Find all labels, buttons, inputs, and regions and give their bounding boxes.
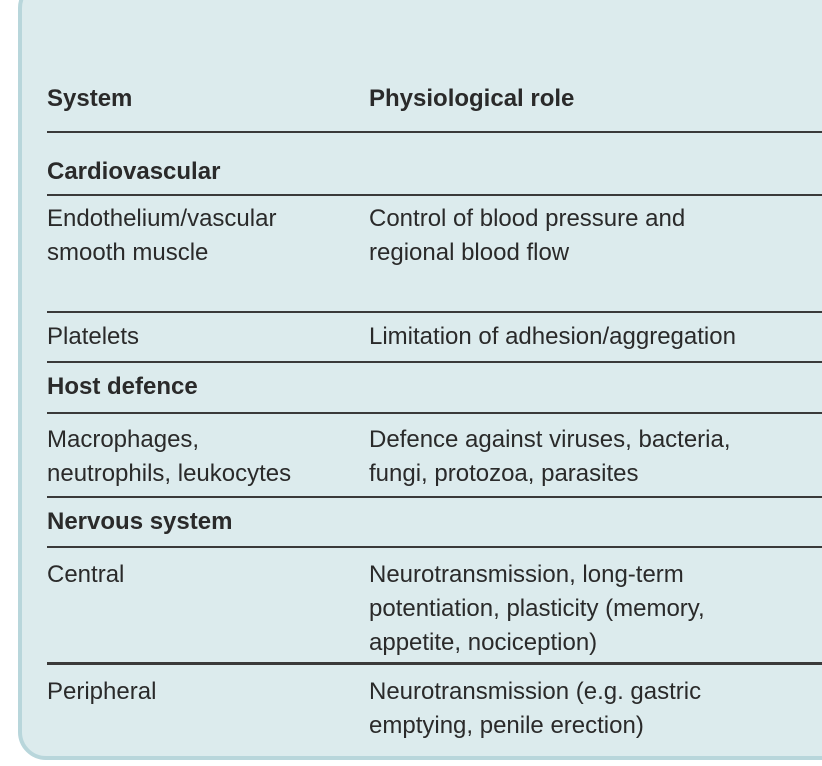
role-cell-line: Neurotransmission (e.g. gastric	[369, 678, 702, 705]
section-heading: Nervous system	[47, 508, 233, 535]
column-header-role: Physiological role	[369, 85, 575, 112]
system-cell-line: Macrophages,	[47, 426, 200, 453]
system-cell-line: Peripheral	[47, 678, 157, 705]
system-cell-line: Platelets	[47, 323, 140, 350]
column-header-system: System	[47, 85, 133, 112]
row-rule	[47, 361, 822, 363]
role-cell-line: emptying, penile erection)	[369, 712, 644, 739]
role-cell-line: Control of blood pressure and	[369, 205, 686, 232]
system-cell-line: Endothelium/vascular	[47, 205, 277, 232]
role-cell-line: Defence against viruses, bacteria,	[369, 426, 731, 453]
row-rule	[47, 546, 822, 548]
section-heading: Cardiovascular	[47, 158, 221, 185]
role-cell-line: Limitation of adhesion/aggregation	[369, 323, 736, 350]
role-cell-line: appetite, nociception)	[369, 629, 598, 656]
row-rule	[47, 496, 822, 498]
role-cell-line: fungi, protozoa, parasites	[369, 460, 639, 487]
system-cell-line: Central	[47, 561, 125, 588]
role-cell-line: Neurotransmission, long-term	[369, 561, 684, 588]
row-rule	[47, 662, 822, 665]
role-cell-line: regional blood flow	[369, 239, 570, 266]
header-rule	[47, 131, 822, 133]
section-heading: Host defence	[47, 373, 198, 400]
table-panel	[18, 0, 822, 760]
role-cell-line: potentiation, plasticity (memory,	[369, 595, 705, 622]
row-rule	[47, 412, 822, 414]
system-cell-line: smooth muscle	[47, 239, 209, 266]
row-rule	[47, 311, 822, 313]
row-rule	[47, 194, 822, 196]
system-cell-line: neutrophils, leukocytes	[47, 460, 292, 487]
